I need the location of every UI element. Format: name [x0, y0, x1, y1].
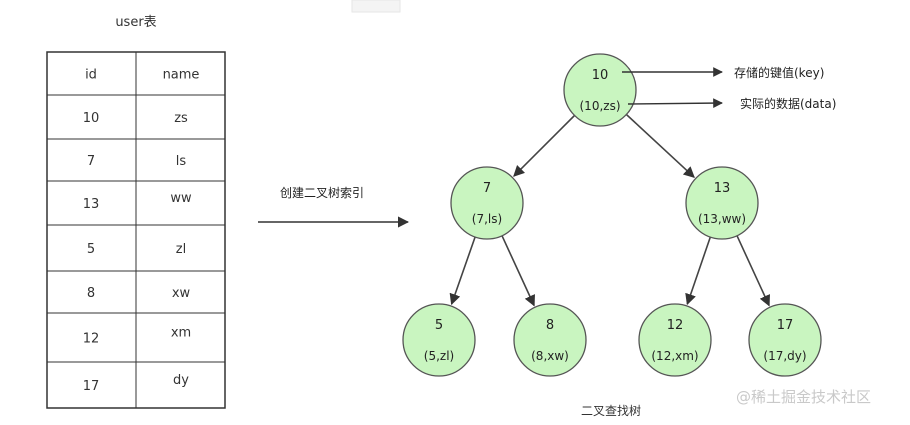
data-annotation-label: 实际的数据(data) — [740, 96, 836, 111]
table-header-cell: id — [85, 68, 97, 83]
table-cell-name: ww — [170, 191, 192, 206]
table-cell-id: 13 — [83, 197, 100, 212]
table-cell-id: 5 — [87, 242, 95, 257]
table-cell-name: zs — [174, 111, 188, 126]
table-cell-name: xm — [171, 326, 191, 341]
tree-node-key: 8 — [546, 318, 554, 333]
table-cell-id: 10 — [83, 111, 100, 126]
watermark-text: @稀土掘金技术社区 — [736, 388, 871, 406]
tree-node-data: (12,xm) — [651, 349, 698, 363]
table-cell-name: zl — [176, 242, 186, 257]
table-cell-id: 7 — [87, 154, 95, 169]
node-annotations: 存储的键值(key) 实际的数据(data) — [622, 65, 836, 111]
tree-node-key: 12 — [667, 318, 684, 333]
create-index-arrow: 创建二叉树索引 — [258, 185, 410, 228]
tree-edge-n7-n5 — [449, 236, 476, 306]
tree-edge-n7-n8 — [501, 235, 535, 307]
tree-node-5: 5 (5,zl) — [402, 303, 476, 377]
table-cell-name: xw — [172, 286, 191, 301]
tree-node-key: 17 — [777, 318, 794, 333]
tree-node-10: 10 (10,zs) — [563, 53, 637, 127]
tree-node-data: (7,ls) — [472, 212, 502, 226]
table-row-dividers — [47, 94, 225, 363]
tree-node-data: (17,dy) — [763, 349, 806, 363]
tree-node-data: (13,ww) — [698, 212, 746, 226]
tree-edge-n13-n12 — [685, 236, 712, 306]
tree-node-circle — [638, 303, 712, 377]
table-cell-name: ls — [176, 154, 187, 169]
data-annotation-arrow — [627, 98, 723, 108]
tree-node-8: 8 (8,xw) — [513, 303, 587, 377]
tree-node-12: 12 (12,xm) — [638, 303, 712, 377]
create-index-label: 创建二叉树索引 — [280, 185, 364, 200]
tree-node-key: 13 — [714, 181, 731, 196]
table-header-cell: name — [163, 68, 200, 83]
tree-node-17: 17 (17,dy) — [748, 303, 822, 377]
tree-edges — [449, 113, 770, 307]
tree-node-13: 13 (13,ww) — [685, 166, 759, 240]
tree-node-circle — [685, 166, 759, 240]
table-cell-id: 17 — [83, 379, 100, 394]
user-table: user表 id name 10 zs 7 ls 13 ww 5 zl 8 xw 12 xm 17 dy — [46, 15, 226, 409]
tree-node-data: (8,xw) — [531, 349, 569, 363]
tree-node-key: 10 — [592, 68, 609, 83]
tree-node-data: (10,zs) — [580, 99, 621, 113]
top-tab-decoration — [351, 0, 401, 13]
tree-node-circle — [450, 166, 524, 240]
tree-nodes: 10 (10,zs) 7 (7,ls) 13 (13,ww) 5 (5,zl) 8 (8,xw) 1… — [402, 53, 822, 377]
table-cells: id name 10 zs 7 ls 13 ww 5 zl 8 xw 12 xm 17 dy — [83, 68, 200, 395]
tree-node-circle — [402, 303, 476, 377]
table-cell-name: dy — [173, 373, 189, 388]
key-annotation-label: 存储的键值(key) — [734, 65, 824, 80]
tree-edge-n13-n17 — [736, 235, 770, 307]
table-cell-id: 12 — [83, 332, 100, 347]
tree-edge-n10-n7 — [513, 114, 576, 177]
tree-caption: 二叉查找树 — [581, 403, 641, 418]
tree-node-7: 7 (7,ls) — [450, 166, 524, 240]
table-title: user表 — [115, 15, 156, 30]
tree-node-key: 7 — [483, 181, 491, 196]
table-cell-id: 8 — [87, 286, 95, 301]
tree-node-circle — [748, 303, 822, 377]
tree-node-circle — [513, 303, 587, 377]
tree-edge-n10-n13 — [625, 113, 695, 178]
tree-node-key: 5 — [435, 318, 443, 333]
tree-node-circle — [563, 53, 637, 127]
tree-node-data: (5,zl) — [424, 349, 454, 363]
